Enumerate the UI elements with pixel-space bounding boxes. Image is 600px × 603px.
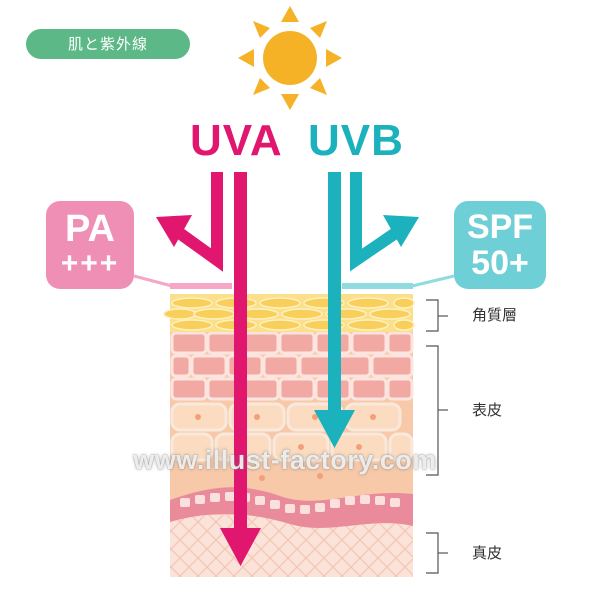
spf-badge-value: 50+ — [471, 244, 529, 282]
uva-penetrating-arrow — [234, 172, 247, 530]
bracket-dermis — [426, 532, 439, 574]
uva-label: UVA — [190, 116, 283, 165]
stratum-corneum-label: 角質層 — [472, 306, 518, 324]
pa-connector — [133, 274, 173, 288]
title-badge: 肌と紫外線 — [26, 29, 190, 59]
dermis-label: 真皮 — [472, 544, 503, 562]
spinous-cells — [170, 331, 414, 401]
pa-badge-grade: +++ — [60, 247, 120, 280]
spf-connector — [411, 274, 455, 288]
uvb-arrows — [314, 172, 419, 448]
uva-arrows — [156, 172, 261, 566]
sun-icon — [238, 6, 342, 110]
watermark-text: www.illust-factory.com — [133, 445, 437, 475]
uva-reflected-arrow — [174, 172, 223, 272]
layer-brackets — [426, 299, 448, 574]
pa-badge: PA +++ — [46, 201, 134, 289]
spf-sunscreen-line — [342, 283, 413, 289]
uvb-label: UVB — [308, 116, 404, 165]
pa-badge-main: PA — [65, 208, 115, 250]
spf-badge-main: SPF — [466, 208, 534, 246]
epidermis-label: 表皮 — [472, 401, 503, 419]
uvb-reflected-arrow — [350, 172, 401, 272]
bracket-stratum-corneum — [426, 299, 439, 332]
uvb-penetrating-arrow — [328, 172, 341, 412]
spf-badge: SPF 50+ — [454, 201, 546, 289]
pa-sunscreen-line — [170, 283, 232, 289]
skin-cross-section — [163, 283, 415, 577]
